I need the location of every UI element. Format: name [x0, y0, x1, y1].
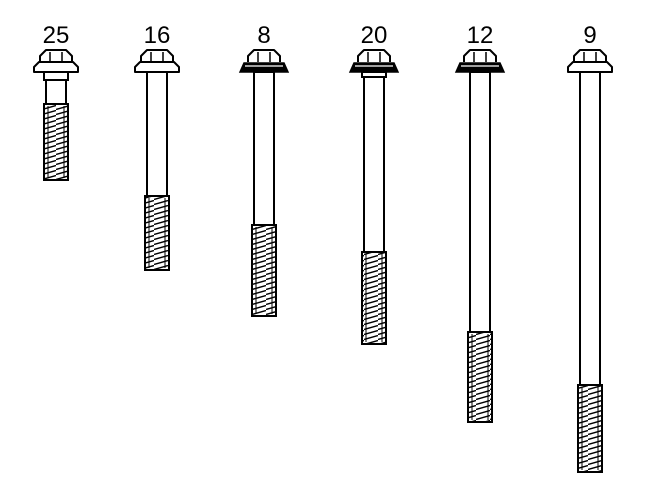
- bolt-head: [463, 49, 497, 62]
- bolt-group: 25 16 8 20 12 9: [33, 22, 613, 473]
- bolt-length-label: 25: [43, 22, 70, 49]
- bolt-head: [573, 49, 607, 62]
- bolt-shank: [146, 71, 168, 197]
- bolt-shank: [469, 71, 491, 333]
- bolt-neck: [43, 71, 69, 81]
- bolt: 20: [348, 22, 400, 345]
- bolt-shank: [363, 76, 385, 253]
- bolt: 12: [454, 22, 506, 423]
- bolt-flange: [238, 62, 290, 73]
- bolt-flange: [567, 61, 613, 73]
- bolt-head: [140, 49, 174, 62]
- bolt-flange: [134, 61, 180, 73]
- bolt-length-label: 16: [144, 22, 171, 49]
- bolt-flange: [454, 62, 506, 73]
- bolt-length-label: 9: [583, 22, 596, 49]
- bolt: 25: [33, 22, 79, 181]
- bolt-length-label: 20: [361, 22, 388, 49]
- bolt-flange: [348, 62, 400, 73]
- bolt: 9: [567, 22, 613, 473]
- bolt-head: [357, 49, 391, 62]
- bolt-head: [247, 49, 281, 62]
- bolt-flange: [33, 61, 79, 73]
- bolt: 16: [134, 22, 180, 271]
- bolt-head: [39, 49, 73, 62]
- bolt: 8: [238, 22, 290, 317]
- bolt-shank: [45, 79, 67, 105]
- bolt-shank: [579, 71, 601, 386]
- bolt-length-label: 12: [467, 22, 494, 49]
- bolt-length-label: 8: [257, 22, 270, 49]
- bolt-shank: [253, 71, 275, 226]
